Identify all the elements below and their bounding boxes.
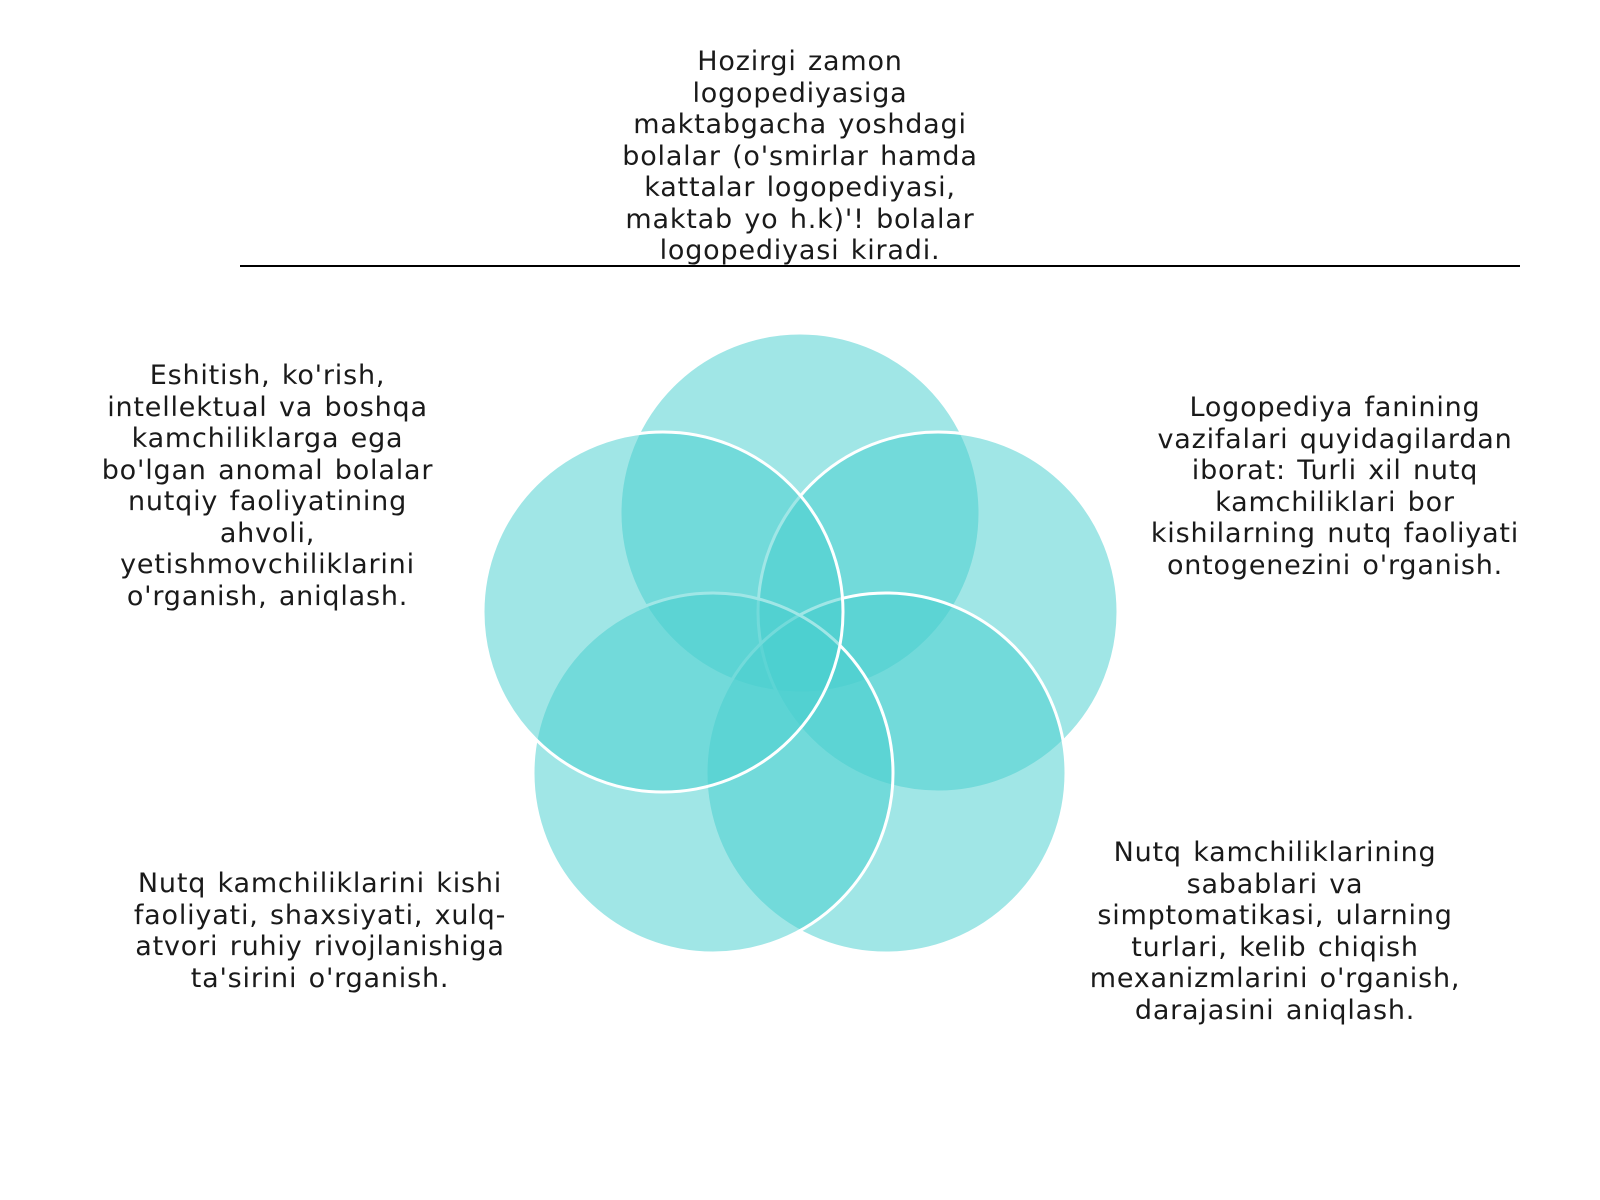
item-right-text: Logopediya fanining vazifalari quyidagil… <box>1150 392 1520 581</box>
item-bottom-left-text: Nutq kamchiliklarini kishi faoliyati, sh… <box>133 868 507 994</box>
venn-circle-left <box>481 430 845 794</box>
divider-line <box>240 265 1520 267</box>
item-left-text: Eshitish, ko'rish, intellektual va boshq… <box>101 360 434 612</box>
item-bottom-right-text: Nutq kamchiliklarining sabablari va simp… <box>1089 837 1461 1026</box>
top-note-text: Hozirgi zamon logopediyasiga maktabgacha… <box>622 46 978 266</box>
